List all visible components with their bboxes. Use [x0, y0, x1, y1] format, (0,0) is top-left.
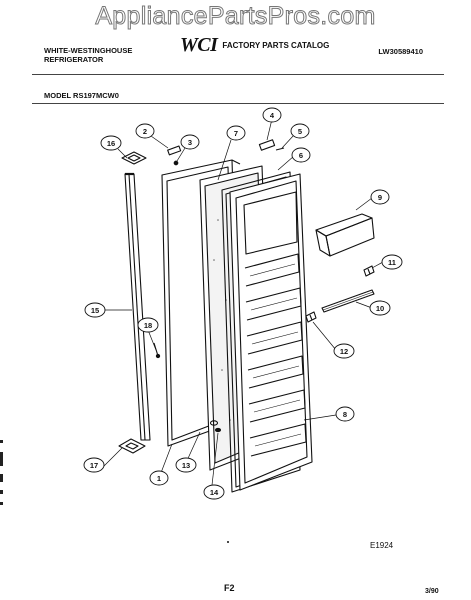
- callout-13: 13: [175, 457, 197, 473]
- callout-4: 4: [262, 107, 282, 123]
- svg-text:11: 11: [388, 258, 396, 267]
- svg-text:14: 14: [210, 488, 219, 497]
- revision-date: 3/90: [425, 588, 439, 595]
- svg-text:16: 16: [107, 139, 115, 148]
- header-rule: [32, 74, 444, 75]
- manufacturer-name: WHITE-WESTINGHOUSE: [44, 46, 133, 55]
- manufacturer-block: WHITE-WESTINGHOUSE REFRIGERATOR: [44, 46, 132, 64]
- stray-dot: [227, 541, 229, 543]
- part-14-fastener: [214, 427, 222, 433]
- callout-16: 16: [100, 135, 122, 151]
- svg-text:7: 7: [234, 129, 238, 138]
- callout-3: 3: [180, 134, 200, 150]
- model-rule: [32, 103, 444, 104]
- svg-text:18: 18: [144, 321, 152, 330]
- callout-12: 12: [333, 343, 355, 359]
- scan-mark: [0, 474, 3, 482]
- callout-15: 15: [84, 302, 106, 318]
- callout-7: 7: [226, 125, 246, 141]
- callout-1: 1: [149, 470, 169, 486]
- part-18-screw: [153, 342, 161, 359]
- callout-14: 14: [203, 484, 225, 500]
- svg-text:10: 10: [376, 304, 384, 313]
- part-9-shelf-bin: [315, 213, 375, 257]
- model-number: MODEL RS197MCW0: [44, 91, 119, 100]
- svg-text:3: 3: [188, 138, 192, 147]
- svg-text:12: 12: [340, 347, 348, 356]
- document-number: LW30589410: [378, 47, 423, 56]
- part-11-clip: [363, 265, 375, 277]
- product-type: REFRIGERATOR: [44, 55, 104, 64]
- part-8-door-liner: [229, 173, 313, 491]
- callout-11: 11: [381, 254, 403, 270]
- catalog-title: FACTORY PARTS CATALOG: [222, 41, 330, 50]
- part-10-shelf-bar: [321, 289, 375, 313]
- part-5-screw: [275, 147, 285, 151]
- callout-6: 6: [291, 147, 311, 163]
- scan-mark: [0, 502, 3, 505]
- part-13-fastener: [209, 420, 219, 426]
- part-12-clip: [305, 311, 317, 323]
- svg-text:13: 13: [182, 461, 190, 470]
- callout-10: 10: [369, 300, 391, 316]
- callout-17: 17: [83, 457, 105, 473]
- part-2-pin: [167, 145, 182, 156]
- part-4-handle-cap: [258, 139, 276, 151]
- svg-text:15: 15: [91, 306, 99, 315]
- part-15-trim-strip: [124, 172, 151, 441]
- callout-2: 2: [135, 123, 155, 139]
- callout-bubbles: 1 2 3 4 5 6 7 8 9 10 11 12 13 14 15 16 1…: [83, 107, 403, 500]
- watermark: AppliancePartsPros.com: [95, 2, 376, 31]
- figure-code: E1924: [370, 541, 394, 550]
- svg-text:9: 9: [378, 193, 382, 202]
- callout-5: 5: [290, 123, 310, 139]
- svg-text:2: 2: [143, 127, 147, 136]
- part-16-hinge-bracket: [121, 151, 147, 165]
- callout-8: 8: [335, 406, 355, 422]
- callout-18: 18: [137, 317, 159, 333]
- svg-text:5: 5: [298, 127, 302, 136]
- callout-9: 9: [370, 189, 390, 205]
- scan-mark: [0, 452, 3, 466]
- scan-mark: [0, 490, 3, 494]
- part-3-clip: [173, 160, 179, 166]
- scan-mark: [0, 440, 3, 443]
- svg-text:1: 1: [157, 474, 161, 483]
- svg-text:8: 8: [343, 410, 347, 419]
- svg-text:17: 17: [90, 461, 98, 470]
- part-17-hinge-bracket: [118, 438, 146, 454]
- page-number: F2: [224, 583, 235, 593]
- svg-text:6: 6: [299, 151, 303, 160]
- svg-text:4: 4: [270, 111, 275, 120]
